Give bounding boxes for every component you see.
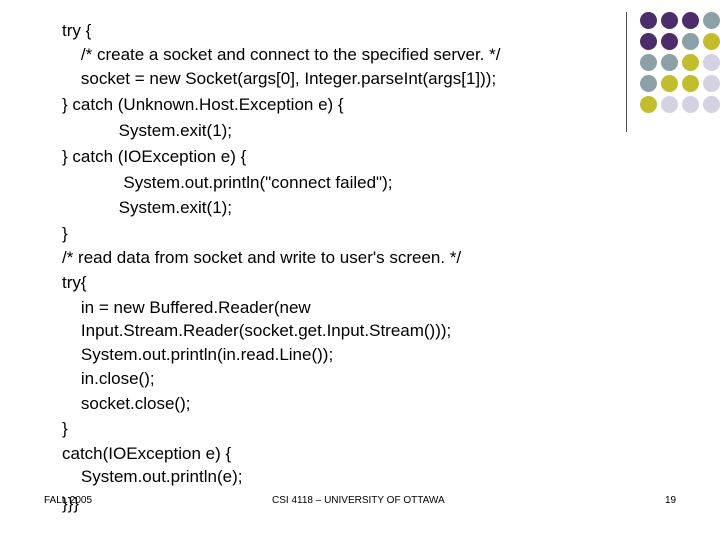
code-line: System.out.println("connect failed"); — [62, 173, 393, 192]
page-number: 19 — [665, 495, 677, 506]
code-line: } — [62, 224, 68, 243]
decor-dot — [640, 54, 657, 71]
footer-title: CSI 4118 – UNIVERSITY OF OTTAWA — [272, 495, 445, 506]
decor-dot — [640, 12, 657, 29]
code-line: } catch (Unknown.Host.Exception e) { — [62, 95, 344, 114]
decor-dot — [703, 96, 720, 113]
footer-date: FALL 2005 — [44, 495, 93, 506]
decor-dot — [703, 75, 720, 92]
code-line: catch(IOException e) { — [62, 444, 232, 463]
code-line: try { — [62, 21, 92, 40]
code-line: /* create a socket and connect to the sp… — [62, 45, 501, 64]
decor-dot — [640, 75, 657, 92]
code-line: Input.Stream.Reader(socket.get.Input.Str… — [62, 321, 452, 340]
code-line: socket = new Socket(args[0], Integer.par… — [62, 69, 497, 88]
decor-dot — [682, 12, 699, 29]
decor-dot — [640, 96, 657, 113]
code-line: System.exit(1); — [62, 121, 233, 140]
decor-dot — [703, 54, 720, 71]
code-line: System.exit(1); — [62, 198, 233, 217]
decor-dot — [703, 33, 720, 50]
code-line: try{ — [62, 273, 87, 292]
decor-dot — [682, 33, 699, 50]
decor-dot — [703, 12, 720, 29]
code-line: System.out.println(e); — [62, 467, 243, 486]
decor-dot — [682, 96, 699, 113]
code-line: } catch (IOException e) { — [62, 147, 247, 166]
decor-dot — [661, 96, 678, 113]
decor-dot — [682, 75, 699, 92]
decor-dot — [661, 54, 678, 71]
decor-dot — [661, 75, 678, 92]
code-line: }}} — [62, 494, 80, 513]
code-line: } — [62, 419, 68, 438]
code-line: in = new Buffered.Reader(new — [62, 298, 311, 317]
decor-dot — [640, 33, 657, 50]
decor-dot — [661, 12, 678, 29]
code-line: System.out.println(in.read.Line()); — [62, 345, 334, 364]
divider-line — [626, 12, 627, 132]
code-line: /* read data from socket and write to us… — [62, 248, 462, 267]
code-line: in.close(); — [62, 369, 155, 388]
code-line: socket.close(); — [62, 394, 191, 413]
decor-dot — [661, 33, 678, 50]
decor-dot — [682, 54, 699, 71]
